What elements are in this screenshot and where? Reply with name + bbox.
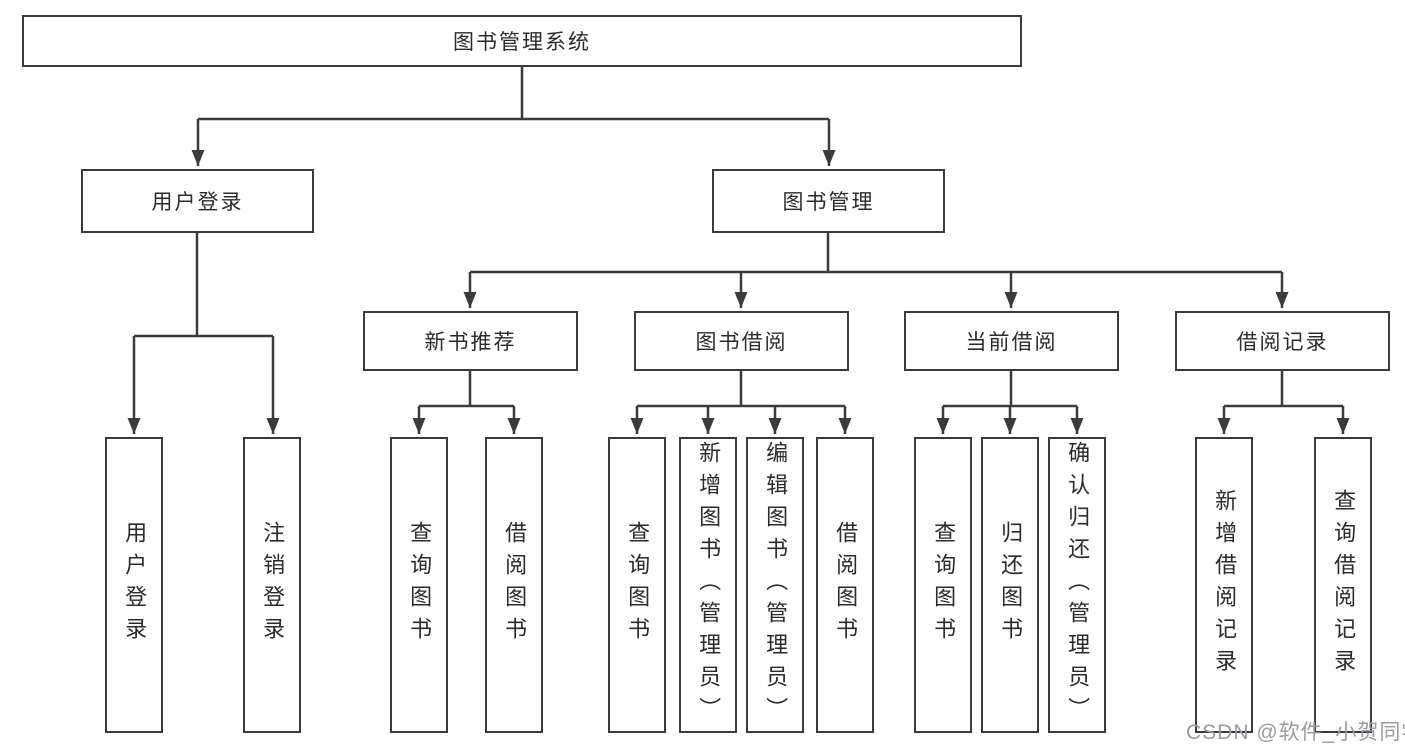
- leaf-user-login: 用户登录: [105, 437, 163, 733]
- connector-root-rail: [198, 67, 829, 121]
- leaf-records-query: 查询借阅记录: [1314, 437, 1372, 733]
- node-book-mgmt: 图书管理: [712, 169, 945, 233]
- leaf-borrow-edit-books: 编辑图书（管理员）: [746, 437, 804, 733]
- leaf-borrow-borrow-books-label: 借阅图书: [833, 521, 859, 649]
- leaf-records-add: 新增借阅记录: [1195, 437, 1253, 733]
- leaf-logout-label: 注销登录: [260, 521, 286, 649]
- leaf-borrow-add-books-label: 新增图书（管理员）: [696, 441, 722, 729]
- leaf-user-login-label: 用户登录: [122, 521, 148, 649]
- leaf-borrow-query-books: 查询图书: [608, 437, 666, 733]
- leaf-current-query-books: 查询图书: [914, 437, 972, 733]
- node-current-borrow: 当前借阅: [904, 311, 1119, 371]
- leaf-current-confirm-return: 确认归还（管理员）: [1048, 437, 1106, 733]
- leaf-borrow-query-books-label: 查询图书: [625, 521, 651, 649]
- node-new-book-rec: 新书推荐: [363, 311, 578, 371]
- connector-book-borrow-rail: [637, 371, 845, 408]
- leaf-logout: 注销登录: [243, 437, 301, 733]
- node-borrow-records-label: 借阅记录: [1236, 331, 1329, 354]
- node-user-login-label: 用户登录: [151, 191, 244, 214]
- node-current-borrow-label: 当前借阅: [965, 331, 1058, 354]
- connector-current-rail: [943, 371, 1077, 408]
- leaf-borrow-add-books: 新增图书（管理员）: [679, 437, 737, 733]
- node-user-login: 用户登录: [81, 169, 314, 233]
- leaf-current-confirm-return-label: 确认归还（管理员）: [1065, 441, 1091, 729]
- connector-book-mgmt-rail: [470, 233, 1282, 274]
- connector-user-login-rail: [134, 233, 273, 338]
- connector-records-rail: [1224, 371, 1343, 408]
- csdn-watermark: CSDN @软件_小贺同学: [1186, 721, 1405, 744]
- leaf-newbook-borrow-books: 借阅图书: [485, 437, 543, 733]
- leaf-records-query-label: 查询借阅记录: [1331, 489, 1357, 681]
- node-library-system: 图书管理系统: [22, 15, 1022, 67]
- leaf-current-query-books-label: 查询图书: [931, 521, 957, 649]
- leaf-newbook-borrow-books-label: 借阅图书: [502, 521, 528, 649]
- leaf-borrow-edit-books-label: 编辑图书（管理员）: [763, 441, 789, 729]
- node-borrow-records: 借阅记录: [1175, 311, 1390, 371]
- leaf-newbook-query-books: 查询图书: [390, 437, 448, 733]
- leaf-records-add-label: 新增借阅记录: [1212, 489, 1238, 681]
- connector-new-book-rail: [419, 371, 514, 408]
- node-new-book-rec-label: 新书推荐: [424, 331, 517, 354]
- leaf-borrow-borrow-books: 借阅图书: [816, 437, 874, 733]
- leaf-current-return-books-label: 归还图书: [998, 521, 1024, 649]
- leaf-newbook-query-books-label: 查询图书: [407, 521, 433, 649]
- node-book-mgmt-label: 图书管理: [782, 191, 875, 214]
- node-library-system-label: 图书管理系统: [453, 31, 591, 54]
- node-book-borrow-label: 图书借阅: [695, 331, 788, 354]
- node-book-borrow: 图书借阅: [634, 311, 849, 371]
- leaf-current-return-books: 归还图书: [981, 437, 1039, 733]
